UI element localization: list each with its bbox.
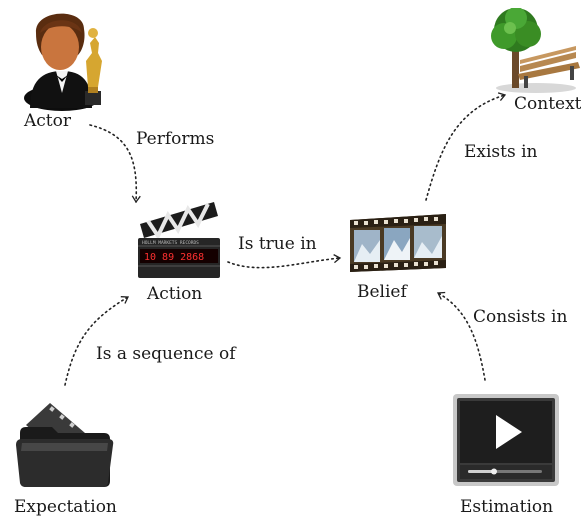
- expectation-film-folder-icon: [12, 395, 116, 489]
- edge-label-is-true-in: Is true in: [238, 234, 317, 254]
- svg-text:HOLLM MARKETS RECORDS: HOLLM MARKETS RECORDS: [142, 240, 199, 246]
- action-clapperboard-icon: HOLLM MARKETS RECORDS 10 89 2868: [134, 196, 224, 280]
- node-expectation-label: Expectation: [14, 497, 117, 517]
- node-belief-label: Belief: [357, 282, 407, 302]
- edge-label-performs: Performs: [136, 129, 215, 149]
- node-context-label: Context: [514, 94, 581, 114]
- node-action-label: Action: [147, 284, 203, 304]
- actor-oscar-icon: [22, 3, 102, 111]
- edge-label-exists-in: Exists in: [464, 142, 538, 162]
- estimation-video-player-icon: [452, 393, 560, 487]
- edge-performs: [89, 124, 141, 204]
- edge-exists-in: [425, 92, 507, 201]
- edge-is-true-in: [227, 254, 342, 269]
- context-tree-bench-icon: [488, 7, 580, 94]
- node-actor-label: Actor: [24, 111, 71, 131]
- belief-film-strip-icon: [348, 214, 448, 276]
- edge-is-a-sequence-of: [64, 296, 130, 386]
- node-estimation-label: Estimation: [460, 497, 554, 517]
- edge-consists-in: [436, 291, 486, 381]
- svg-text:10 89 2868: 10 89 2868: [144, 252, 204, 263]
- edge-label-consists-in: Consists in: [473, 307, 568, 327]
- edge-label-is-a-sequence-of: Is a sequence of: [96, 344, 236, 364]
